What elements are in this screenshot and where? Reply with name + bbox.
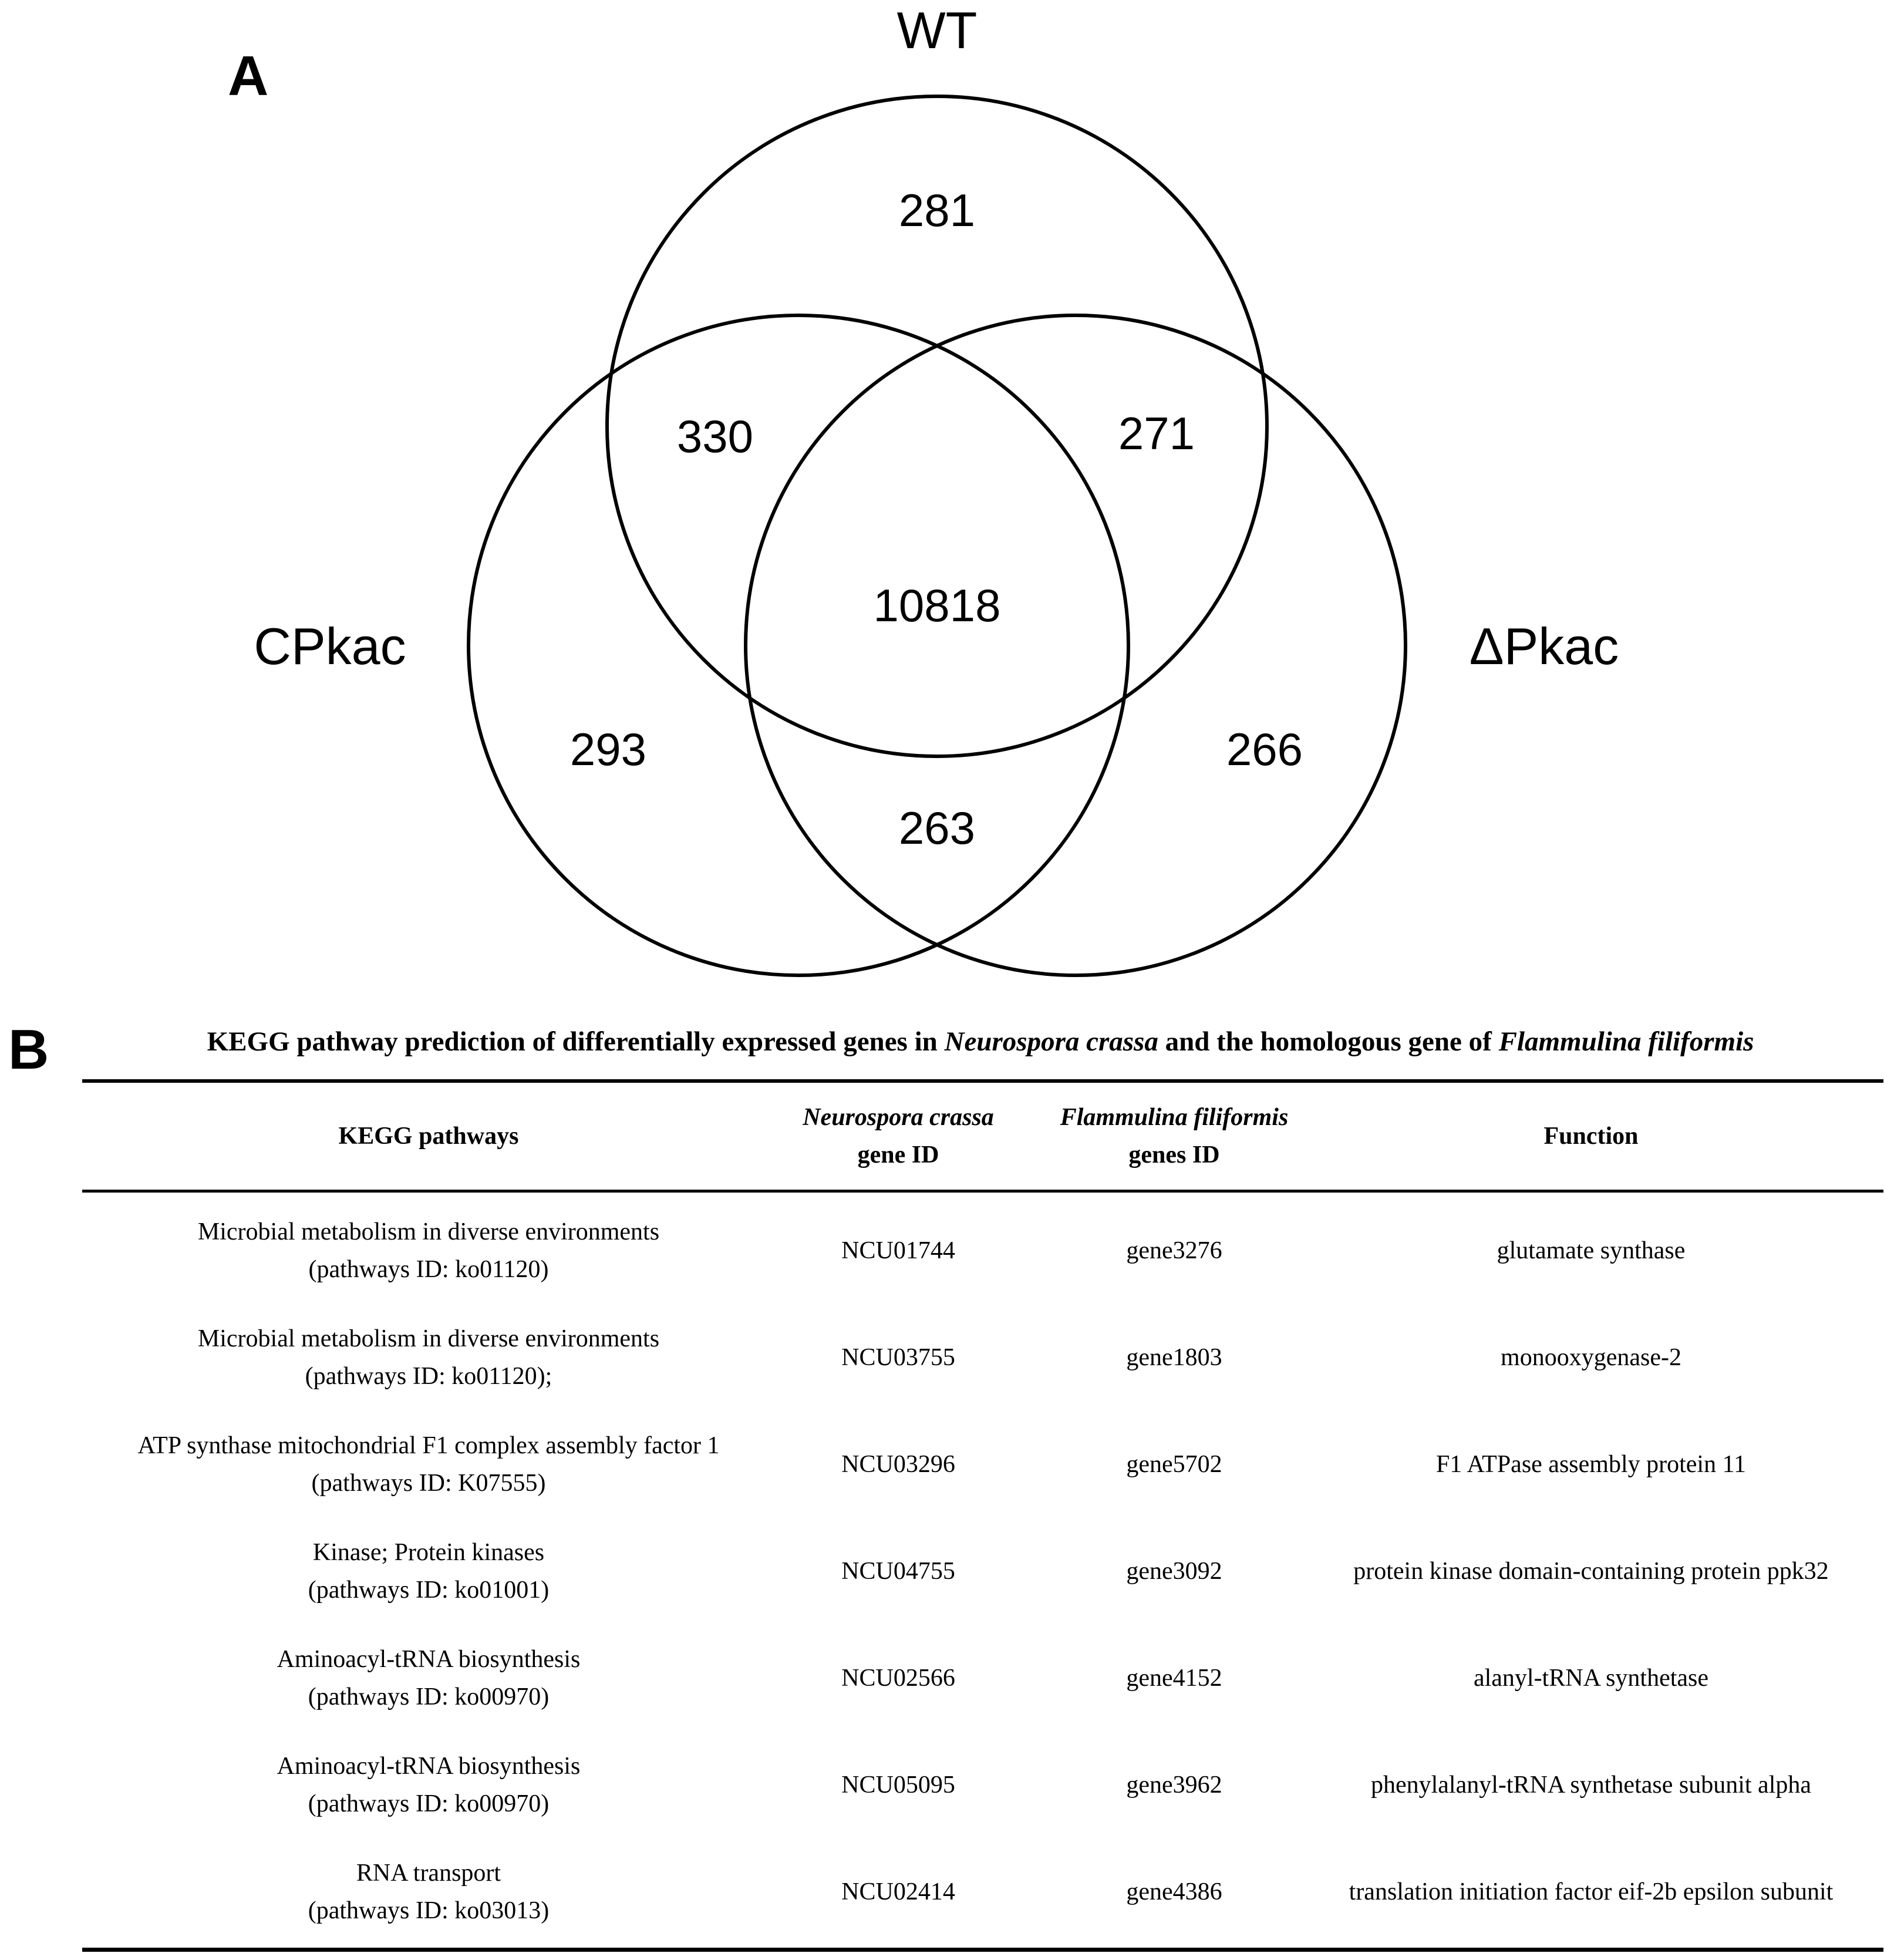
header-function-label: Function	[1543, 1123, 1639, 1150]
venn-region-cpkac-only: 293	[570, 723, 646, 775]
venn-region-wt-dpkac: 271	[1118, 408, 1195, 459]
row-3-pathway-id: (pathways ID: K07555)	[311, 1470, 546, 1497]
row-6-function: phenylalanyl-tRNA synthetase subunit alp…	[1370, 1772, 1812, 1799]
row-7-pathway-id: (pathways ID: ko03013)	[308, 1897, 550, 1924]
header-kegg-pathways-label: KEGG pathways	[338, 1123, 519, 1150]
header-ff-species: Flammulina filiformis	[1060, 1104, 1289, 1131]
row-1-pathway: Microbial metabolism in diverse environm…	[82, 1210, 775, 1292]
table-title: KEGG pathway prediction of differentiall…	[82, 1023, 1879, 1060]
row-1-pathway-name: Microbial metabolism in diverse environm…	[197, 1218, 660, 1245]
table-top-rule	[82, 1079, 1883, 1083]
panel-a-letter: A	[228, 45, 269, 107]
venn-diagram: WT CPkac ΔPkac 281 330 271 10818 293 266…	[254, 1, 1619, 977]
row-1-ncu: NCU01744	[841, 1237, 955, 1264]
row-6-pathway-name: Aminoacyl-tRNA biosynthesis	[277, 1753, 581, 1780]
header-ff-genes-id: Flammulina filiformis genes ID	[1022, 1085, 1327, 1187]
table-title-species-2: Flammulina filiformis	[1498, 1026, 1754, 1057]
row-2-ncu: NCU03755	[841, 1344, 955, 1371]
row-5-pathway-id: (pathways ID: ko00970)	[308, 1683, 550, 1710]
row-3-pathway: ATP synthase mitochondrial F1 complex as…	[82, 1423, 775, 1506]
table-bottom-rule	[82, 1948, 1883, 1952]
header-ff-genes-id-label: genes ID	[1128, 1141, 1220, 1168]
row-6-ff: gene3962	[1126, 1772, 1222, 1799]
venn-region-wt-cpkac: 330	[677, 410, 753, 462]
row-1-function: glutamate synthase	[1497, 1237, 1686, 1264]
row-5-pathway: Aminoacyl-tRNA biosynthesis (pathways ID…	[82, 1637, 775, 1719]
table-title-part-1: KEGG pathway prediction of differentiall…	[207, 1026, 945, 1057]
header-ncu-gene-id-label: gene ID	[857, 1141, 939, 1168]
row-4-ff: gene3092	[1126, 1558, 1222, 1585]
row-2-function: monooxygenase-2	[1501, 1344, 1681, 1371]
row-5-pathway-name: Aminoacyl-tRNA biosynthesis	[277, 1646, 581, 1673]
header-ncu-species: Neurospora crassa	[803, 1104, 994, 1131]
row-7-pathway: RNA transport (pathways ID: ko03013)	[82, 1851, 775, 1933]
row-2-pathway-name: Microbial metabolism in diverse environm…	[197, 1325, 660, 1352]
row-6-ncu: NCU05095	[841, 1772, 955, 1799]
row-4-pathway: Kinase; Protein kinases (pathways ID: ko…	[82, 1530, 775, 1612]
row-4-function: protein kinase domain-containing protein…	[1353, 1558, 1829, 1585]
row-1-ff: gene3276	[1126, 1237, 1222, 1264]
row-2-pathway-id: (pathways ID: ko01120);	[305, 1363, 552, 1390]
venn-circle-wt	[605, 95, 1269, 758]
header-function: Function	[1292, 1085, 1884, 1187]
row-7-function: translation initiation factor eif-2b eps…	[1349, 1878, 1834, 1905]
table-header-rule	[82, 1190, 1883, 1193]
header-ncu-gene-id: Neurospora crassa gene ID	[775, 1085, 1022, 1187]
row-5-function: alanyl-tRNA synthetase	[1473, 1665, 1709, 1692]
venn-label-wt: WT	[897, 1, 978, 59]
venn-region-dpkac-only: 266	[1226, 723, 1303, 775]
panel-b-letter: B	[8, 1018, 49, 1081]
row-3-function: F1 ATPase assembly protein 11	[1435, 1451, 1747, 1478]
row-4-ncu: NCU04755	[841, 1558, 955, 1585]
row-5-ff: gene4152	[1126, 1665, 1222, 1692]
row-6-pathway: Aminoacyl-tRNA biosynthesis (pathways ID…	[82, 1744, 775, 1826]
row-3-ncu: NCU03296	[841, 1451, 955, 1478]
header-kegg-pathways: KEGG pathways	[82, 1085, 775, 1187]
row-6-pathway-id: (pathways ID: ko00970)	[308, 1790, 550, 1817]
row-7-ff: gene4386	[1126, 1878, 1222, 1905]
venn-circle-dpkac	[744, 314, 1407, 977]
row-4-pathway-id: (pathways ID: ko01001)	[308, 1577, 550, 1604]
row-5-ncu: NCU02566	[841, 1665, 955, 1692]
venn-label-dpkac: ΔPkac	[1470, 617, 1619, 675]
row-1-pathway-id: (pathways ID: ko01120)	[308, 1256, 549, 1283]
row-4-pathway-name: Kinase; Protein kinases	[312, 1539, 545, 1566]
row-3-ff: gene5702	[1126, 1451, 1222, 1478]
row-7-pathway-name: RNA transport	[356, 1860, 501, 1887]
row-7-ncu: NCU02414	[841, 1878, 955, 1905]
row-2-ff: gene1803	[1126, 1344, 1222, 1371]
row-3-pathway-name: ATP synthase mitochondrial F1 complex as…	[137, 1432, 720, 1459]
row-2-pathway: Microbial metabolism in diverse environm…	[82, 1316, 775, 1399]
venn-label-cpkac: CPkac	[254, 617, 406, 675]
table-title-species-1: Neurospora crassa	[944, 1026, 1158, 1057]
venn-region-all-three: 10818	[874, 580, 1001, 631]
venn-region-wt-only: 281	[899, 184, 975, 236]
venn-circle-cpkac	[467, 314, 1130, 977]
venn-region-cpkac-dpkac: 263	[899, 802, 975, 854]
table-title-part-2: and the homologous gene of	[1158, 1026, 1499, 1057]
